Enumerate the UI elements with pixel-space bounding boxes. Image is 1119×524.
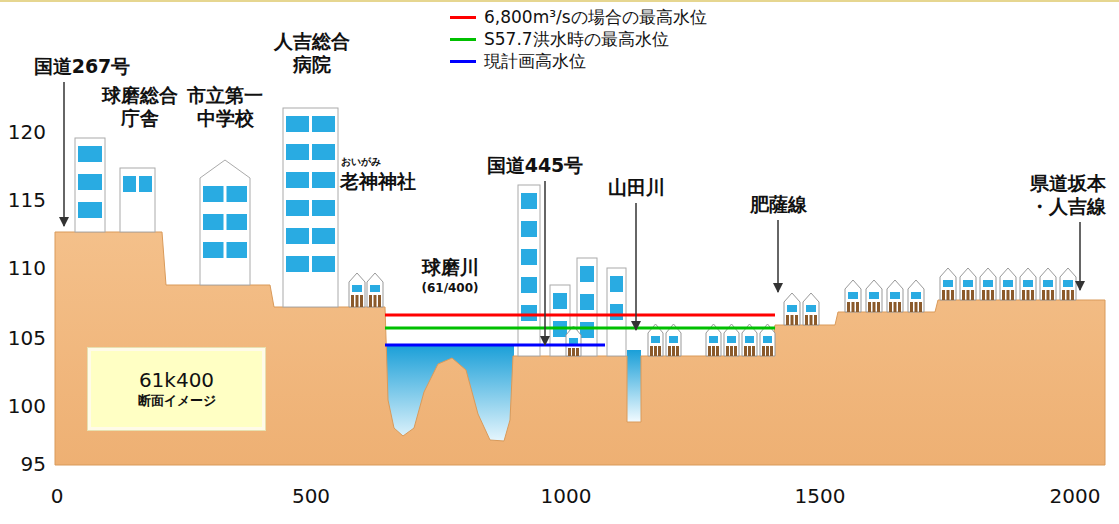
shrine-label: 老神神社 — [340, 170, 416, 193]
house — [349, 273, 365, 307]
title-box: 61k400断面イメージ — [88, 348, 265, 430]
road-label: 国道267号 — [34, 55, 131, 78]
axis-tick: 1000 — [541, 484, 592, 508]
legend-text: S57.7洪水時の最高水位 — [484, 28, 669, 51]
house — [1040, 268, 1056, 300]
section-number: (61/400) — [421, 281, 478, 295]
river-label: 山田川 — [608, 176, 665, 199]
box-text: 61k400 — [139, 368, 214, 393]
box-text: 断面イメージ — [138, 393, 216, 409]
river-label: 球磨川 — [422, 256, 479, 279]
legend-entry: S57.7洪水時の最高水位 — [450, 28, 707, 50]
axis-tick: 105 — [8, 326, 46, 350]
axis-tick: 115 — [8, 188, 46, 212]
building-label: 人吉総合 病院 — [271, 30, 353, 76]
water-level-line — [385, 344, 605, 347]
axis-tick: 110 — [8, 256, 46, 280]
tributary-water — [627, 350, 641, 422]
axis-tick: 95 — [21, 452, 46, 476]
axis-tick: 0 — [51, 484, 64, 508]
house — [803, 293, 819, 325]
building-label: 市立第一 中学校 — [184, 84, 266, 130]
legend-text: 6,800m³/sの場合の最高水位 — [484, 6, 707, 29]
house — [1000, 268, 1016, 300]
axis-tick: 1500 — [795, 484, 846, 508]
ruby-text: おいがみ — [341, 156, 381, 168]
leader-arrow — [777, 220, 779, 292]
house — [960, 268, 976, 300]
water-level-line — [385, 314, 775, 317]
road-label: 国道445号 — [487, 154, 584, 177]
house — [367, 273, 383, 307]
leader-arrow — [63, 82, 65, 226]
water-level-line — [385, 327, 775, 330]
building — [200, 160, 250, 285]
house — [845, 280, 861, 312]
leader-arrow — [635, 203, 637, 330]
building — [120, 168, 155, 232]
house — [1060, 268, 1076, 300]
building — [283, 108, 338, 307]
frame-line — [0, 0, 1119, 2]
building — [75, 138, 105, 232]
house — [940, 268, 956, 300]
building — [607, 268, 626, 356]
legend-entry: 現計画高水位 — [450, 50, 707, 72]
leader-arrow — [544, 181, 546, 345]
axis-tick: 2000 — [1050, 484, 1101, 508]
legend-swatch — [450, 16, 476, 19]
house — [784, 293, 800, 325]
building — [518, 185, 540, 356]
axis-tick: 120 — [8, 120, 46, 144]
legend-entry: 6,800m³/sの場合の最高水位 — [450, 6, 707, 28]
railway-label: 肥薩線 — [750, 193, 807, 216]
axis-tick: 500 — [292, 484, 330, 508]
house — [980, 268, 996, 300]
legend-text: 現計画高水位 — [484, 50, 586, 73]
road-label: 県道坂本 ・人吉線 — [1027, 172, 1109, 218]
house — [866, 280, 882, 312]
legend-swatch — [450, 38, 476, 41]
house — [908, 280, 924, 312]
axis-tick: 100 — [8, 394, 46, 418]
house — [1020, 268, 1036, 300]
legend: 6,800m³/sの場合の最高水位S57.7洪水時の最高水位現計画高水位 — [450, 6, 707, 72]
house — [566, 326, 581, 356]
leader-arrow — [1079, 222, 1081, 290]
house — [887, 280, 903, 312]
building-label: 球磨総合 庁舎 — [99, 84, 181, 130]
legend-swatch — [450, 60, 476, 63]
